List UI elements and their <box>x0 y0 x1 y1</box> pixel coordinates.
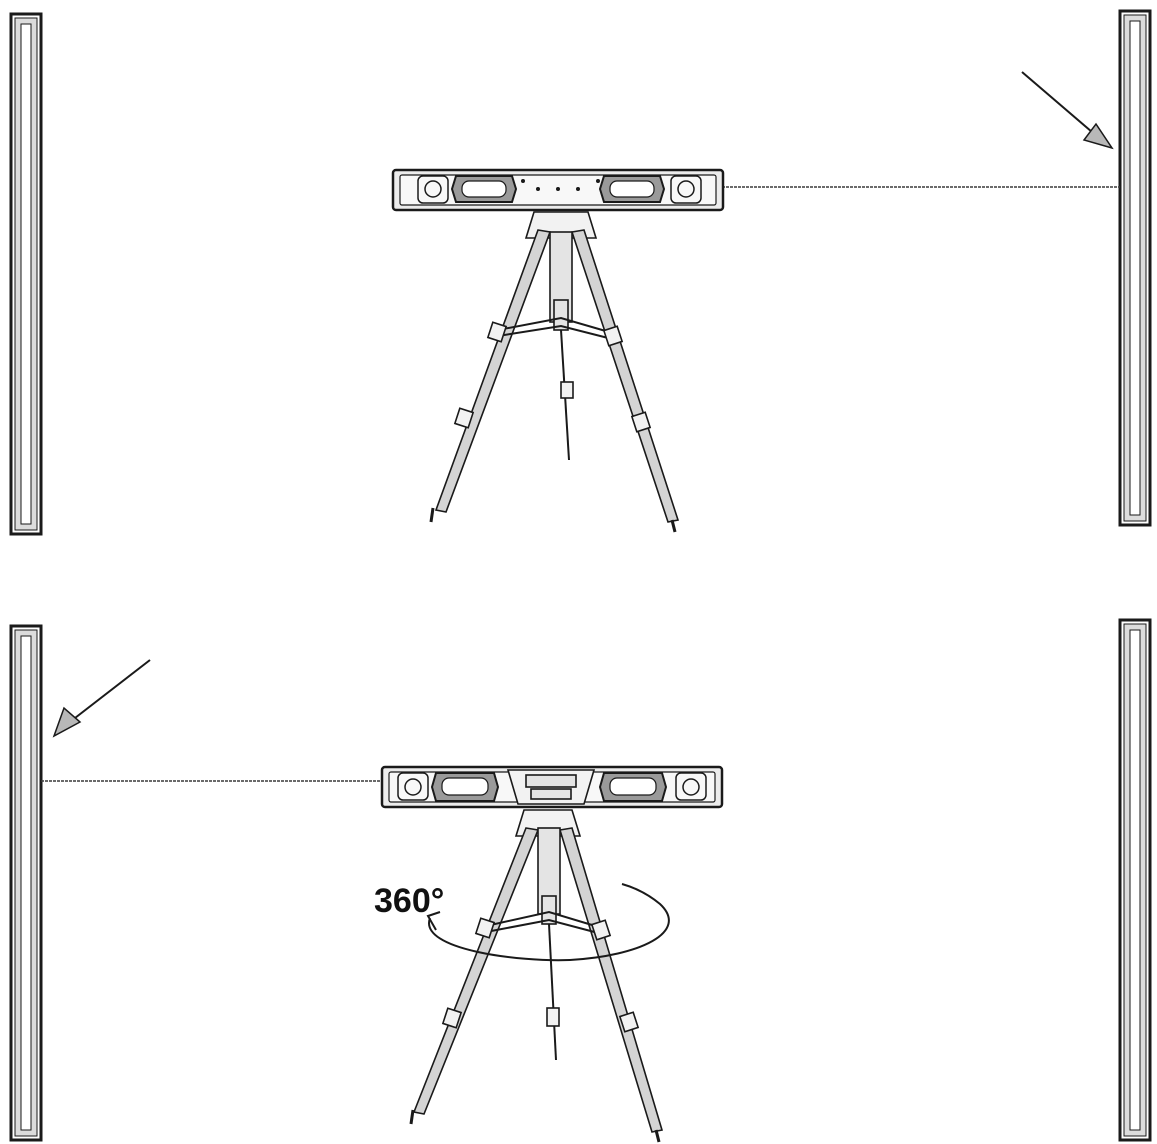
bottom-tripod <box>411 810 662 1142</box>
rotation-label: 360° <box>374 882 444 920</box>
top-right-wall <box>1120 11 1150 525</box>
bottom-spirit-level <box>382 767 722 807</box>
top-left-wall <box>11 14 41 534</box>
bottom-left-wall <box>11 626 41 1140</box>
top-panel <box>11 11 1150 534</box>
bottom-arrow <box>54 660 150 736</box>
bottom-right-wall <box>1120 620 1150 1140</box>
bottom-panel: 360° <box>11 620 1150 1142</box>
top-spirit-level <box>393 170 723 210</box>
top-tripod <box>431 212 678 532</box>
top-arrow <box>1022 72 1112 148</box>
